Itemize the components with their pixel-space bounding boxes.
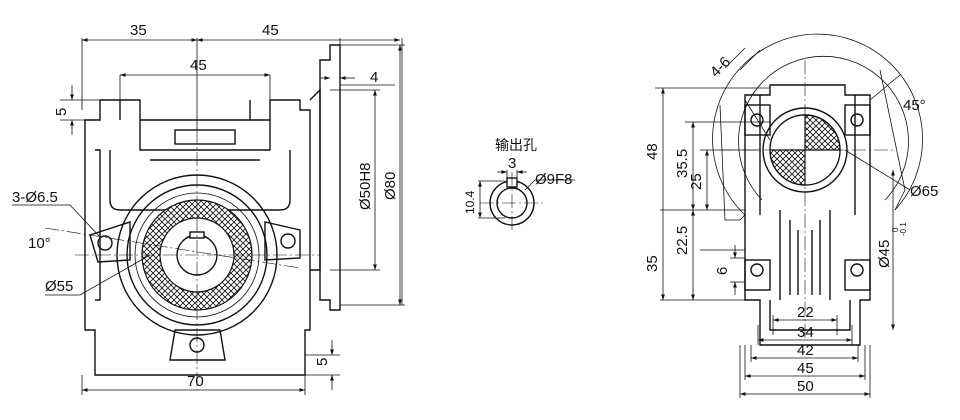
flange-plate [319,44,341,311]
dim-35-5: 35.5 [674,149,691,178]
dim-48: 48 [644,143,661,160]
dim-22: 22 [797,304,814,321]
dim-side-angle: 45° [903,97,926,114]
dim-flange-thickness: 4 [370,69,378,86]
dim-phi45-tol-upper: 0 [891,227,900,232]
dim-spigot: Ø50H8 [357,162,374,210]
dim-phi45: Ø45 [876,240,893,268]
hatched-bearing [141,199,253,311]
dim-25: 25 [688,173,705,190]
front-view [12,38,405,395]
hole-depth: 10.4 [463,190,477,214]
side-housing [744,84,871,346]
dim-phi65: Ø65 [910,183,938,200]
dim-42: 42 [797,342,814,359]
dim-slot: 4-6 [707,53,734,80]
dim-flange-height: 5 [53,108,70,116]
dim-inner-top: 45 [190,57,207,74]
dim-top-right: 45 [262,22,279,39]
output-hole-caption: 输出孔 [495,138,537,154]
dim-angle: 10° [28,235,51,252]
dim-top-left: 35 [130,22,147,39]
dim-34: 34 [797,324,814,341]
dim-6: 6 [714,267,731,275]
dim-bottom-height: 5 [314,358,331,366]
dim-50: 50 [797,378,814,395]
side-view [655,33,923,398]
output-hole-detail [478,170,575,232]
dim-phi45-tol-lower: -0.1 [899,222,908,236]
dim-22-5: 22.5 [674,226,691,255]
dim-45: 45 [797,360,814,377]
dim-35: 35 [644,255,661,272]
bore-size: Ø9F8 [535,171,573,188]
dim-bore-circle: Ø55 [45,278,73,295]
housing-outline [84,99,311,376]
keyway-width: 3 [508,155,516,172]
dim-hole-label: 3-Ø6.5 [12,189,58,206]
dim-bottom-width: 70 [187,373,204,390]
dim-flange-dia: Ø80 [382,172,399,200]
